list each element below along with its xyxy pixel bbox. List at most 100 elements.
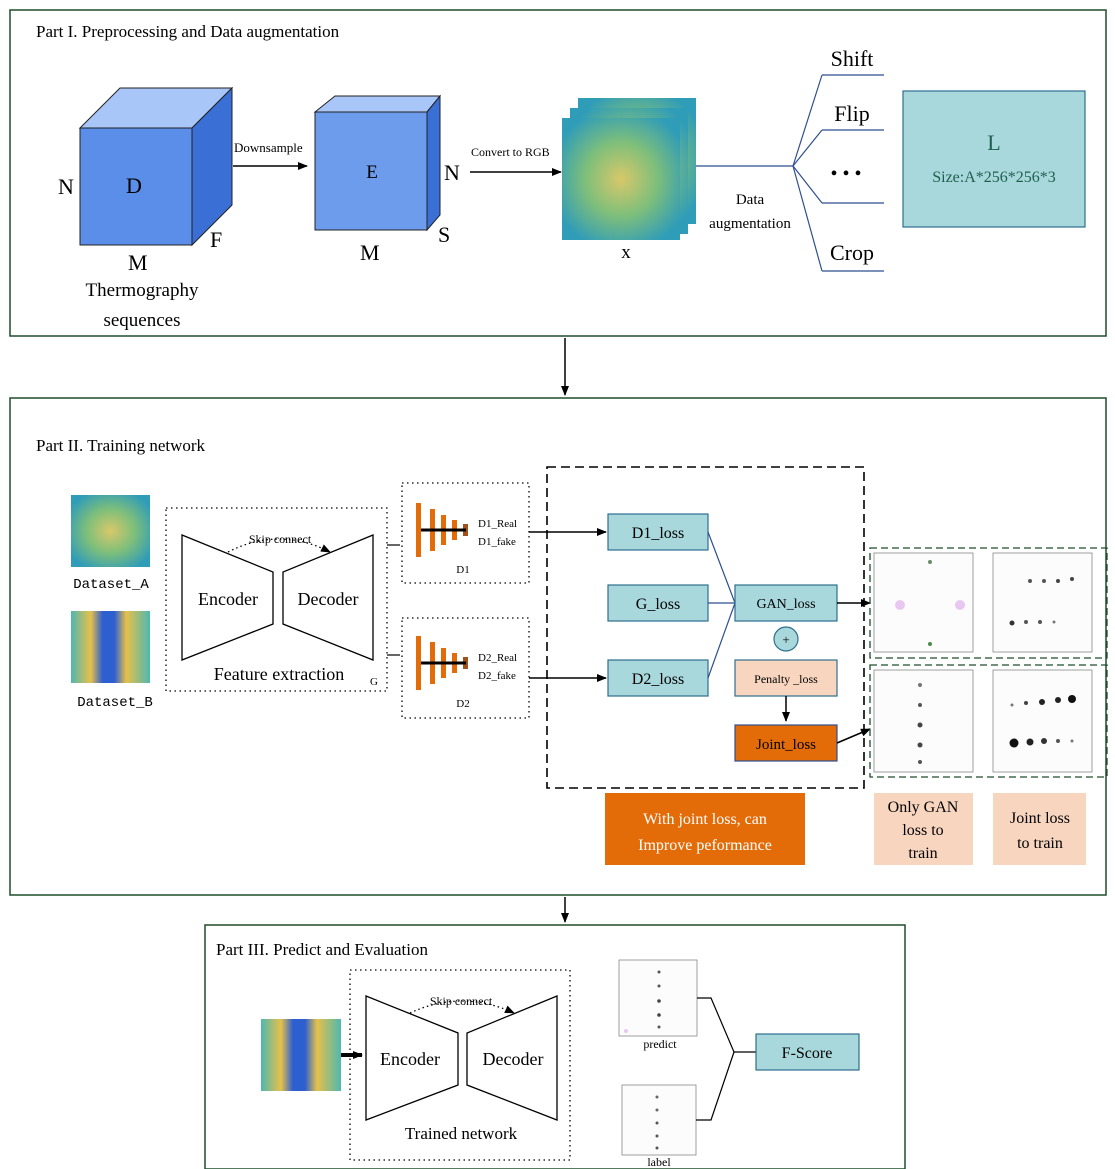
trained-decoder-label: Decoder [483,1049,544,1069]
loss-region [546,466,865,789]
part2-title: Part II. Training network [36,436,206,455]
discriminator-d1-box [401,482,530,584]
aug-option-flip: Flip [834,101,869,126]
d1-name-label: D1 [456,564,469,576]
d2-name-label: D2 [456,698,469,710]
thermography-caption-1: Thermography [86,280,199,301]
joint-result-1-marks [917,683,923,764]
d1-loss-label: D1_loss [632,525,684,542]
dataset-b-label: Dataset_B [77,695,153,711]
generator-g-label: G [370,676,378,688]
dataset-l-size: Size:A*256*256*3 [932,169,1056,186]
only-gan-caption-2: loss to [902,822,943,839]
label-marks [655,1095,659,1150]
cube-d-front [79,127,193,246]
predict-merge-line [697,997,735,1053]
g-loss-label: G_loss [636,596,680,613]
rgb-frame-front [562,118,680,240]
only-gan-caption-3: train [908,845,937,862]
cube-e-front [314,111,428,231]
dataset-a-image [71,495,150,567]
label-image [621,1084,697,1156]
dataset-l-box [902,90,1086,228]
dataset-l-title: L [987,130,1000,155]
trained-network-box [349,969,571,1161]
gan-result-image-2 [992,552,1093,653]
aug-label-1: Data [736,192,765,208]
aug-option-crop: Crop [830,240,874,265]
d1-fake-label: D1_fake [478,536,516,548]
d1-real-label: D1_Real [478,518,517,530]
joint-result-group [869,664,1108,778]
part1-panel: Part I. Preprocessing and Data augmentat… [9,9,1107,337]
d2-loss-box [607,659,709,697]
cube-d-n-label: N [58,174,74,199]
part1-border [9,9,1107,337]
aug-branch-flip [792,129,823,167]
aug-branch-more [792,165,823,204]
plus-label: + [782,632,789,647]
convert-label: Convert to RGB [471,145,550,159]
trained-decoder-shape [466,995,558,1121]
penalty-loss-label: Penalty _loss [754,672,818,686]
predict-marks [624,970,661,1033]
downsample-label: Downsample [234,140,303,155]
cube-e-top [313,95,442,113]
cube-d-label: D [126,173,142,198]
discriminator-d2-box [401,617,530,719]
f-score-label: F-Score [782,1045,833,1062]
f-score-box [755,1033,860,1071]
trained-skip-connect-label: Skip connect [430,994,493,1008]
label-label: label [647,1155,671,1169]
rgb-frames [562,98,696,240]
g-loss-box [607,584,709,622]
skip-connect-label: Skip connect [249,532,312,546]
cube-e-n-label: N [444,160,460,185]
trained-network-label: Trained network [405,1124,518,1143]
x-label: x [621,242,631,263]
joint-result-image-2 [992,669,1093,773]
trained-encoder-label: Encoder [380,1049,440,1069]
joint-loss-note-2: Improve peformance [638,837,772,854]
aug-branch-shift [792,74,823,167]
part3-panel: Part III. Predict and Evaluation Skip co… [204,924,906,1169]
cube-d-f-label: F [210,227,222,252]
joint-result-image-1 [873,669,974,773]
cube-d-m-label: M [128,250,148,275]
only-gan-caption-box [874,793,973,865]
aug-option-more: • • • [830,163,861,185]
dataset-b-image [71,611,150,683]
only-gan-caption-1: Only GAN [888,799,959,816]
encoder-shape [181,534,274,661]
d1-loss-merge-line [707,531,736,604]
joint-loss-note-1: With joint loss, can [643,811,767,828]
aug-label-2: augmentation [709,216,791,232]
penalty-loss-box [734,659,838,697]
d2-real-label: D2_Real [478,652,517,664]
input-image [261,1019,341,1091]
encoder-label: Encoder [198,589,258,609]
gan-result-2-marks [1009,577,1074,626]
part2-border [9,397,1107,896]
d2-layer-1 [416,636,421,690]
thermography-caption-2: sequences [103,310,180,331]
cube-e-side [426,94,441,232]
gan-loss-label: GAN_loss [756,597,815,612]
joint-train-caption-box [993,793,1086,865]
joint-train-caption-1: Joint loss [1010,810,1070,827]
part3-title: Part III. Predict and Evaluation [216,940,428,959]
predict-label: predict [643,1037,677,1051]
trained-encoder-shape [365,995,459,1121]
gan-result-1-marks [895,560,965,646]
trained-skip-connect-arrow [409,1000,515,1014]
d2-loss-merge-line [707,602,736,679]
feature-extraction-label: Feature extraction [214,664,344,684]
part2-panel: Part II. Training network Dataset_A Data… [9,397,1108,896]
cube-e-label: E [366,162,378,183]
decoder-label: Decoder [298,589,359,609]
aug-option-shift: Shift [831,46,874,71]
label-merge-line [696,1051,735,1121]
aug-branch-crop [792,165,823,272]
d1-loss-box [607,513,709,551]
